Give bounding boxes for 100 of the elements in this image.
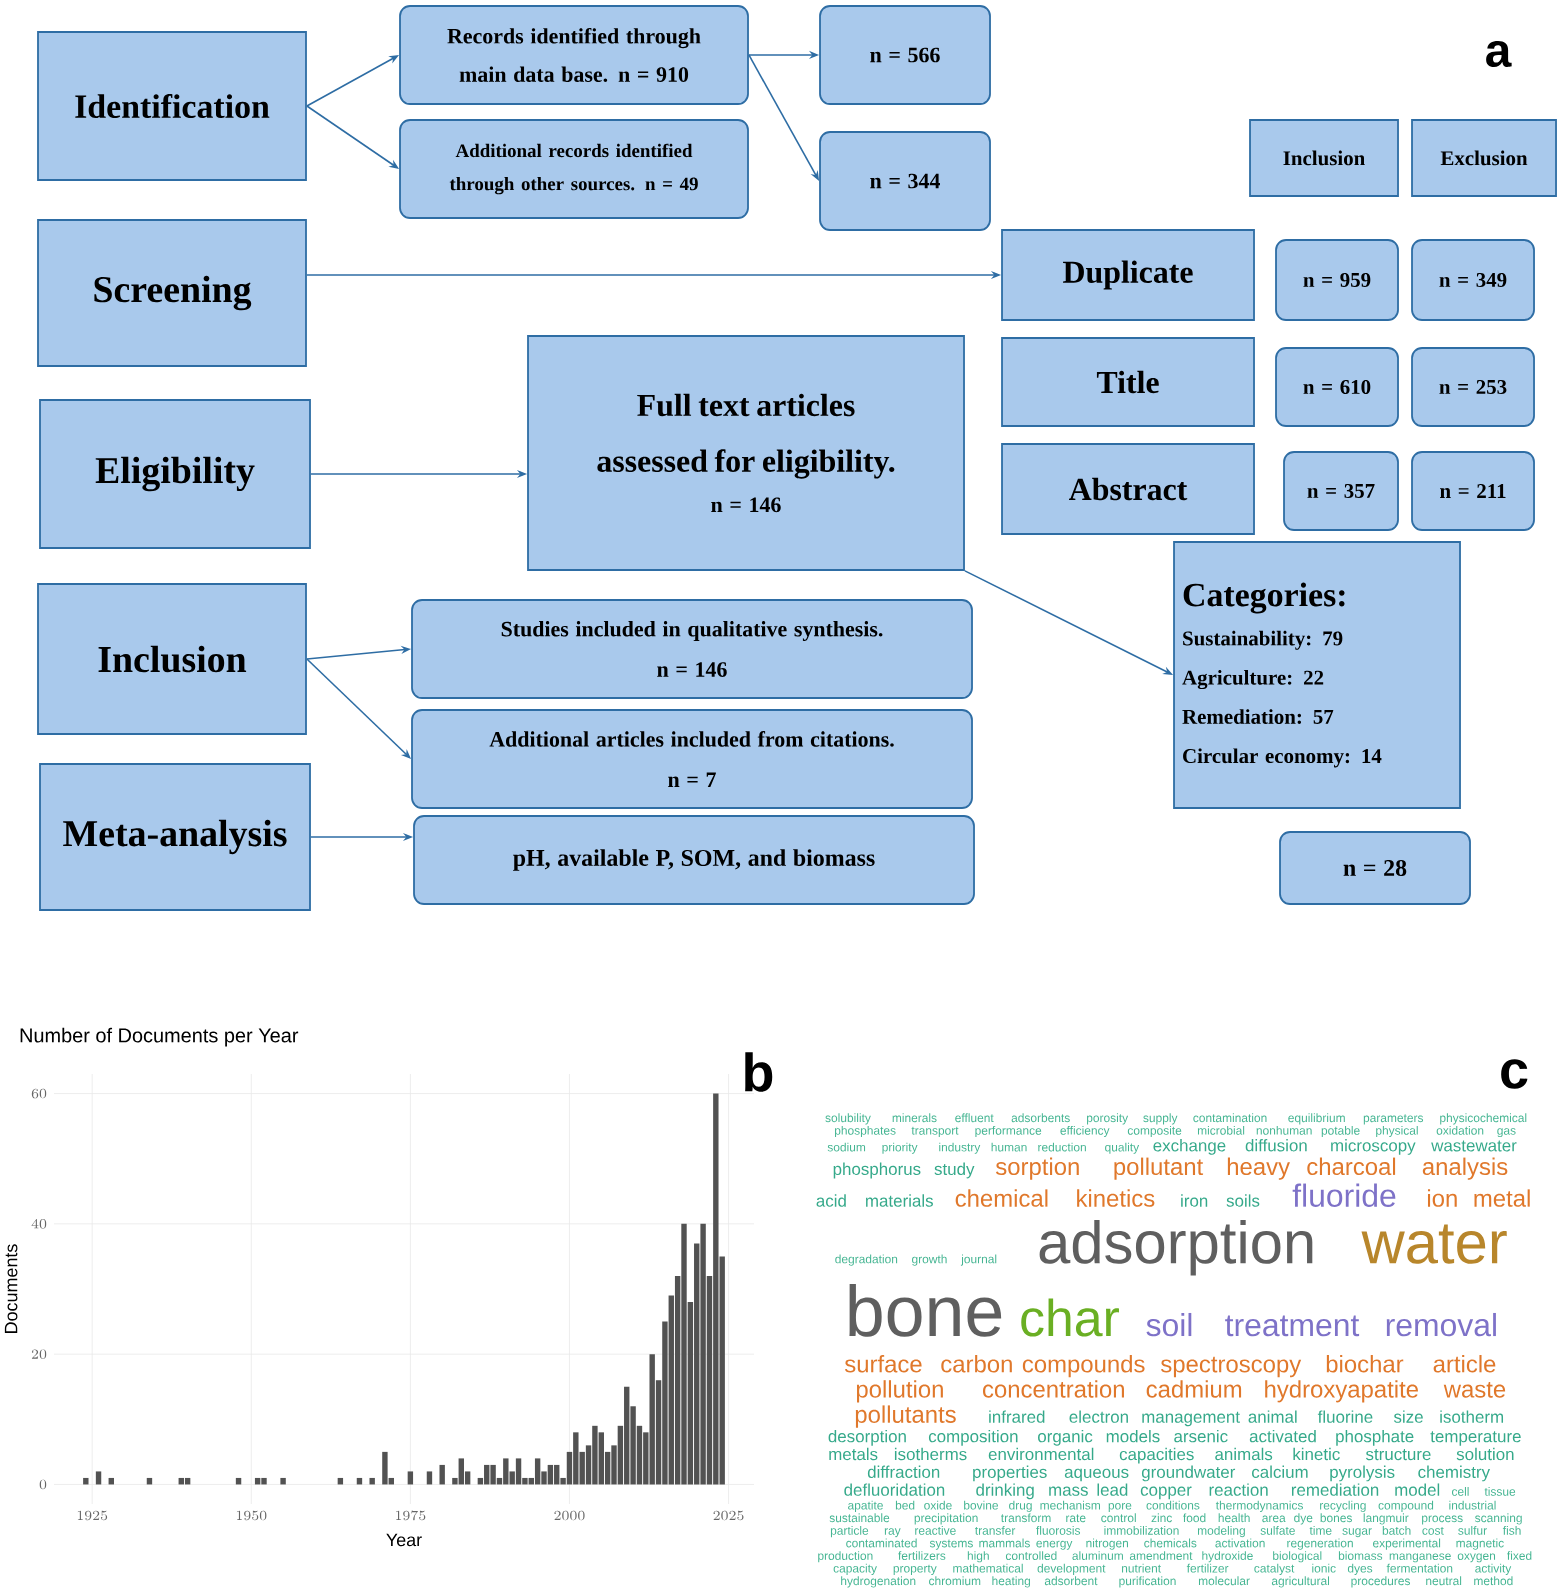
cloud-word: fluoride: [1292, 1183, 1396, 1207]
cloud-word: metals: [829, 1447, 878, 1461]
cloud-word: removal: [1386, 1312, 1496, 1337]
cloud-word: mass: [1049, 1486, 1088, 1496]
cloud-word: diffraction: [867, 1465, 940, 1478]
cloud-word: heavy: [1227, 1157, 1290, 1180]
cloud-word: bone: [849, 1284, 1002, 1337]
bar: [681, 1223, 687, 1485]
count-box: n = 253: [1411, 347, 1535, 427]
cloud-word: animals: [1215, 1447, 1273, 1461]
cloud-word: soils: [1226, 1194, 1260, 1207]
count-box: n = 357: [1283, 451, 1399, 531]
bar: [484, 1464, 490, 1485]
panel-letter: a: [1486, 40, 1512, 68]
bar: [522, 1477, 528, 1485]
bar: [668, 1295, 674, 1485]
cloud-word: kinetic: [1293, 1447, 1340, 1461]
bar: [95, 1471, 102, 1485]
cloud-word: soil: [1146, 1312, 1192, 1337]
bar: [515, 1458, 522, 1485]
record-box: Full text articles assessed for eligibility. n = 146: [527, 335, 965, 571]
panel-letter: c: [1501, 1059, 1528, 1089]
bar: [687, 1302, 694, 1485]
count-box: n = 344: [819, 131, 991, 231]
cloud-word: isotherms: [894, 1447, 967, 1461]
bar: [369, 1477, 375, 1485]
bar: [452, 1477, 458, 1485]
bar: [573, 1432, 579, 1485]
cloud-word: lead: [1097, 1483, 1128, 1496]
category-box: Categories: Sustainability: 79 Agriculture: 22 Remediation: 57 Circular economy: 14: [1173, 541, 1461, 809]
cloud-word: analysis: [1422, 1157, 1508, 1180]
bar: [407, 1471, 414, 1485]
cloud-word: wastewater: [1431, 1140, 1517, 1152]
cloud-word: biochar: [1326, 1355, 1404, 1373]
cloud-word: fluorine: [1317, 1410, 1373, 1423]
record-box: Records identified through main data base. n = 910: [399, 5, 749, 105]
record-box: pH, available P, SOM, and biomass: [413, 815, 975, 905]
bar: [509, 1471, 515, 1485]
cloud-word: adsorption: [1039, 1219, 1313, 1276]
record-box: Additional records identified through other sources. n = 49: [399, 119, 749, 219]
bar: [617, 1425, 624, 1485]
screening-step-box: Abstract: [1001, 443, 1255, 535]
cloud-word: study: [934, 1162, 975, 1179]
cloud-word: management: [1142, 1411, 1240, 1427]
cloud-word: cadmium: [1146, 1380, 1242, 1398]
cloud-word: concentration: [983, 1380, 1124, 1398]
bar: [649, 1354, 655, 1485]
bar: [611, 1445, 617, 1485]
bar: [261, 1477, 267, 1485]
cloud-word: metal: [1474, 1189, 1530, 1207]
bar: [503, 1458, 509, 1485]
bar: [534, 1458, 541, 1485]
count-box: n = 28: [1279, 831, 1471, 905]
cloud-word: groundwater: [1141, 1465, 1236, 1482]
cloud-word: pollutant: [1114, 1157, 1204, 1180]
cloud-word: treatment: [1225, 1315, 1360, 1337]
screening-step-box: Title: [1001, 337, 1255, 427]
cloud-word: model: [1395, 1483, 1440, 1496]
cloud-word: microscopy: [1331, 1139, 1416, 1155]
bar: [439, 1464, 445, 1485]
column-header: Inclusion: [1249, 119, 1399, 197]
cloud-word: aqueous: [1064, 1468, 1129, 1482]
bar: [719, 1256, 725, 1485]
cloud-word: diffusion: [1245, 1139, 1307, 1152]
cloud-word: hydroxyapatite: [1265, 1380, 1418, 1403]
cloud-word: reaction: [1209, 1483, 1268, 1496]
bar: [426, 1471, 433, 1485]
cloud-word: char: [1021, 1298, 1119, 1337]
bar: [490, 1464, 496, 1485]
cloud-word: kinetics: [1077, 1189, 1155, 1207]
bar: [674, 1275, 681, 1485]
bar: [541, 1471, 547, 1485]
bar: [624, 1386, 630, 1485]
screening-step-box: Duplicate: [1001, 229, 1255, 321]
cloud-word: carbon: [941, 1355, 1012, 1373]
cloud-word: size: [1393, 1410, 1423, 1423]
cloud-word: environmental: [988, 1447, 1094, 1461]
bar: [694, 1243, 700, 1485]
bar: [662, 1321, 668, 1485]
cloud-word: capacities: [1119, 1447, 1194, 1464]
count-box: n = 610: [1275, 347, 1399, 427]
cloud-word: exchange: [1153, 1139, 1226, 1155]
bar: [598, 1432, 604, 1485]
bar: [566, 1451, 573, 1485]
cloud-word: chemistry: [1418, 1465, 1490, 1482]
bar: [554, 1464, 560, 1485]
cloud-word: organic: [1038, 1429, 1093, 1446]
bar: [700, 1223, 706, 1485]
stage-box: Screening: [37, 219, 307, 367]
cloud-word: animal: [1248, 1410, 1297, 1423]
cloud-word: pollution: [856, 1380, 943, 1403]
cloud-word: infrared: [989, 1410, 1045, 1423]
cloud-word: isotherm: [1440, 1410, 1503, 1423]
count-box: n = 211: [1411, 451, 1535, 531]
record-box: Studies included in qualitative synthesis. n = 146: [411, 599, 973, 699]
cloud-word: temperature: [1430, 1431, 1521, 1446]
count-box: n = 959: [1275, 239, 1399, 321]
cloud-word: iron: [1181, 1194, 1208, 1207]
cloud-word: compounds: [1022, 1355, 1145, 1378]
cloud-word: composition: [928, 1429, 1018, 1446]
